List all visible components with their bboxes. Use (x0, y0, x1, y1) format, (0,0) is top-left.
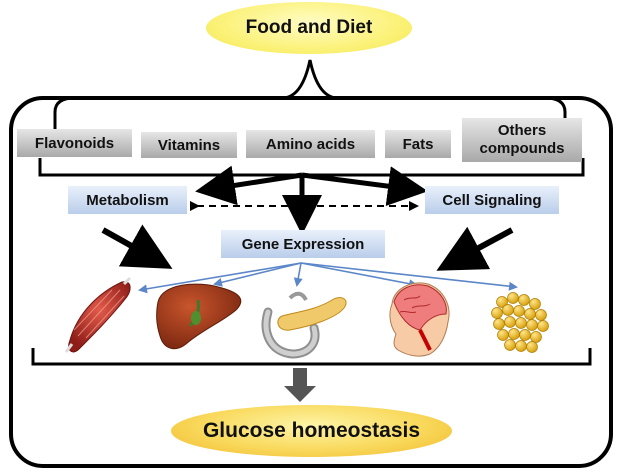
liver-icon (156, 283, 242, 350)
compound-amino-acids: Amino acids (246, 130, 375, 158)
arrow-signaling-to-organs (436, 226, 514, 271)
compound-flavonoids: Flavonoids (17, 129, 132, 157)
gene-expression-arrows (138, 262, 518, 294)
pancreas-icon (261, 291, 347, 359)
brain-icon (389, 282, 450, 357)
compound-fats: Fats (385, 130, 451, 158)
title-food-and-diet: Food and Diet (206, 2, 412, 54)
fat-cells-icon (491, 292, 549, 353)
arrow-to-outcome (284, 368, 316, 402)
title-brace (53, 59, 567, 150)
arrow-metabolism-to-organs (101, 224, 173, 269)
compound-vitamins: Vitamins (141, 132, 237, 158)
process-metabolism: Metabolism (68, 186, 187, 214)
process-gene-expression: Gene Expression (221, 230, 385, 258)
arrow-to-metabolism (195, 165, 303, 206)
outcome-glucose-homeostasis: Glucose homeostasis (171, 405, 452, 457)
organs-bracket (31, 348, 592, 366)
outer-frame (9, 96, 613, 468)
muscle-icon (64, 276, 132, 353)
arrow-to-cell-signaling (301, 166, 428, 206)
process-cell-signaling: Cell Signaling (425, 186, 559, 214)
compound-others: Others compounds (462, 118, 582, 162)
